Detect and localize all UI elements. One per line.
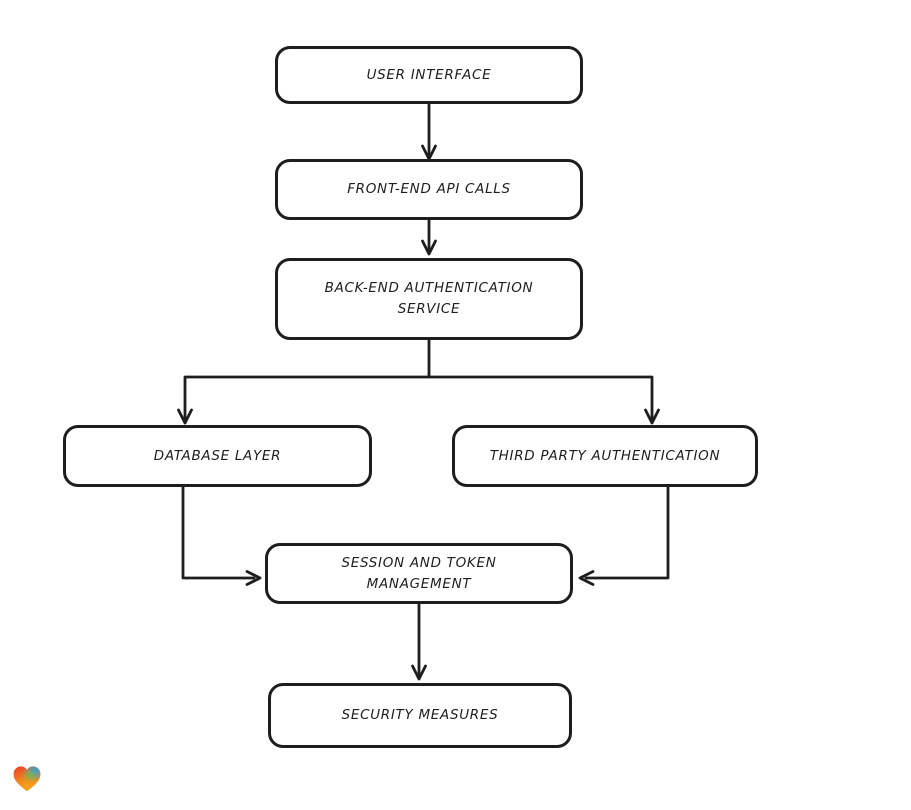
node-third-party-authentication-label: THIRD PARTY AUTHENTICATION bbox=[489, 447, 721, 464]
edge-database-layer-to-session bbox=[181, 485, 262, 586]
node-session-and-token-management: SESSION AND TOKEN MANAGEMENT bbox=[265, 543, 573, 604]
heart-logo-badge[interactable] bbox=[9, 761, 45, 795]
node-third-party-authentication: THIRD PARTY AUTHENTICATION bbox=[452, 425, 758, 487]
node-database-layer-label: DATABASE LAYER bbox=[153, 447, 282, 464]
node-security-measures: SECURITY MEASURES bbox=[268, 683, 572, 748]
heart-icon bbox=[13, 766, 41, 792]
node-user-interface: USER INTERFACE bbox=[275, 46, 583, 104]
edge-back-end-to-third-party bbox=[427, 375, 660, 425]
node-front-end-api-calls: FRONT-END API CALLS bbox=[275, 159, 583, 220]
node-back-end-authentication-service: BACK-END AUTHENTICATION SERVICE bbox=[275, 258, 583, 340]
edge-third-party-to-session bbox=[578, 485, 670, 586]
node-session-and-token-management-label: SESSION AND TOKEN MANAGEMENT bbox=[341, 554, 497, 592]
node-database-layer: DATABASE LAYER bbox=[63, 425, 372, 487]
edge-user-interface-to-front-end bbox=[421, 102, 437, 161]
node-back-end-authentication-service-label: BACK-END AUTHENTICATION SERVICE bbox=[324, 280, 534, 317]
node-front-end-api-calls-label: FRONT-END API CALLS bbox=[347, 181, 511, 198]
node-security-measures-label: SECURITY MEASURES bbox=[341, 707, 499, 724]
edge-back-end-to-database-layer bbox=[177, 338, 431, 425]
edge-session-to-security bbox=[411, 602, 427, 681]
node-user-interface-label: USER INTERFACE bbox=[366, 66, 492, 83]
edge-front-end-to-back-end bbox=[421, 218, 437, 256]
